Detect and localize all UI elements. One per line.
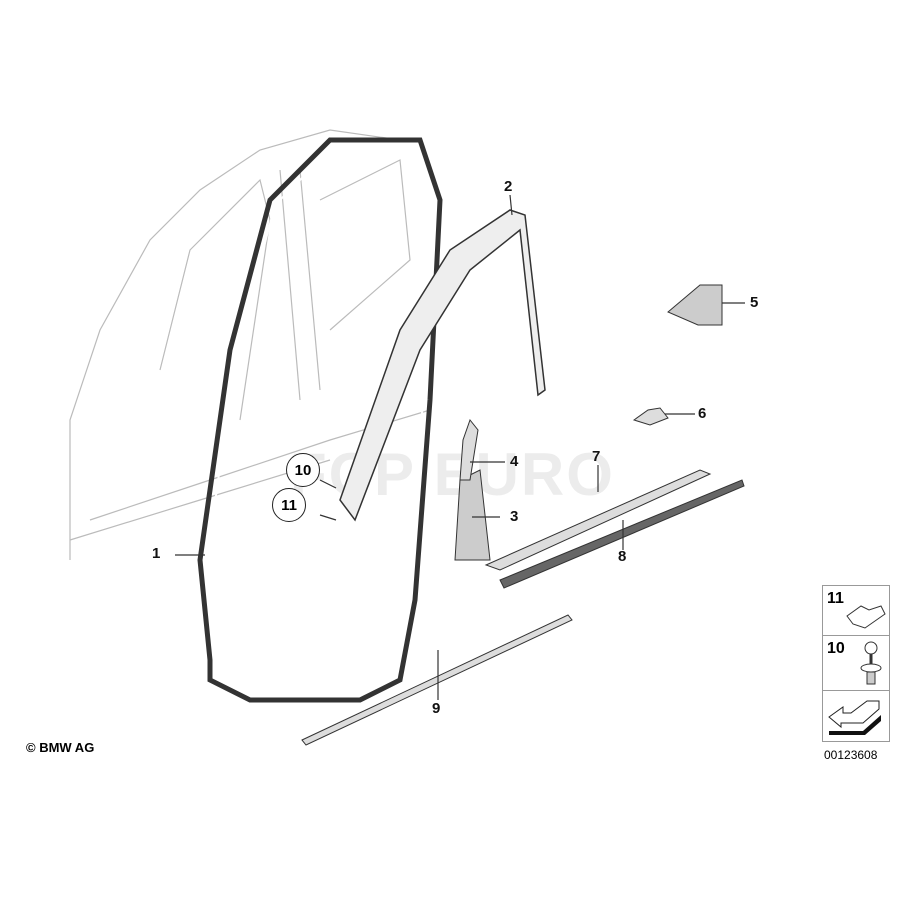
callout-5: 5 — [750, 294, 759, 311]
document-number: 00123608 — [824, 748, 878, 762]
trim-cover-4 — [459, 418, 479, 481]
legend-rivet-10: 10 — [822, 635, 890, 692]
callout-11: 11 — [272, 488, 306, 522]
callout-1: 1 — [152, 545, 161, 562]
legend-clip-11: 11 — [822, 585, 890, 637]
sill-strip-8 — [499, 479, 745, 589]
callout-4: 4 — [510, 453, 519, 470]
door-seal-inner — [205, 147, 435, 693]
callout-3: 3 — [510, 508, 519, 525]
triangle-trim — [454, 469, 491, 561]
bracket-6 — [632, 407, 669, 426]
callout-10: 10 — [286, 453, 320, 487]
callout-2: 2 — [504, 178, 513, 195]
callout-9: 9 — [432, 700, 441, 717]
callout-6: 6 — [698, 405, 707, 422]
callout-8: 8 — [618, 548, 627, 565]
sill-strip-9 — [301, 614, 573, 746]
leader-lines — [175, 194, 745, 700]
corner-cover-5 — [667, 284, 723, 326]
sill-strip-7 — [484, 469, 712, 571]
callout-7: 7 — [592, 448, 601, 465]
direction-arrow-icon — [828, 700, 881, 735]
body-side-frame — [69, 129, 431, 560]
window-frame-trim — [339, 209, 546, 522]
legend-arrow — [822, 690, 890, 742]
expanding-rivet-icon — [860, 641, 882, 685]
copyright: © BMW AG — [26, 740, 95, 755]
clip-icon — [846, 605, 886, 629]
